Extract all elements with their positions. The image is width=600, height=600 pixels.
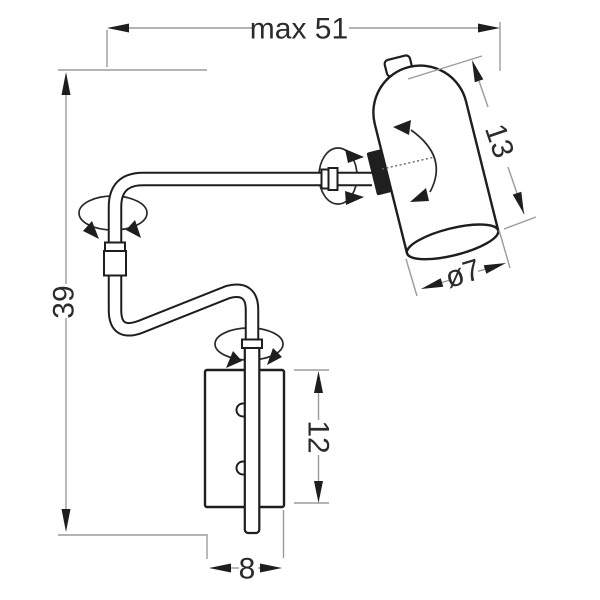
wall-rod <box>241 338 263 535</box>
lamp-arm <box>107 171 372 342</box>
plate-width-label: 8 <box>239 553 256 586</box>
dimension-plate-width: 8 <box>206 510 285 586</box>
swivel-collar <box>103 241 127 277</box>
dimension-plate-height: 12 <box>294 369 335 504</box>
plate-height-label: 12 <box>302 420 335 453</box>
shade-length-label: 13 <box>478 120 520 162</box>
total-height-label: 39 <box>48 285 81 318</box>
dimension-total-height: 39 <box>48 69 208 536</box>
tilt-arrow-icon <box>393 120 438 202</box>
shade-bracket <box>366 149 392 196</box>
rotation-arrowheads <box>83 149 364 368</box>
pivot-axis-dotted-line <box>381 156 436 170</box>
shade-opening <box>405 223 500 261</box>
shade-diameter-label: ø7 <box>441 253 484 295</box>
max-width-label: max 51 <box>250 13 348 46</box>
swivel-collar <box>320 167 339 191</box>
dimension-max-width: max 51 <box>106 13 501 71</box>
